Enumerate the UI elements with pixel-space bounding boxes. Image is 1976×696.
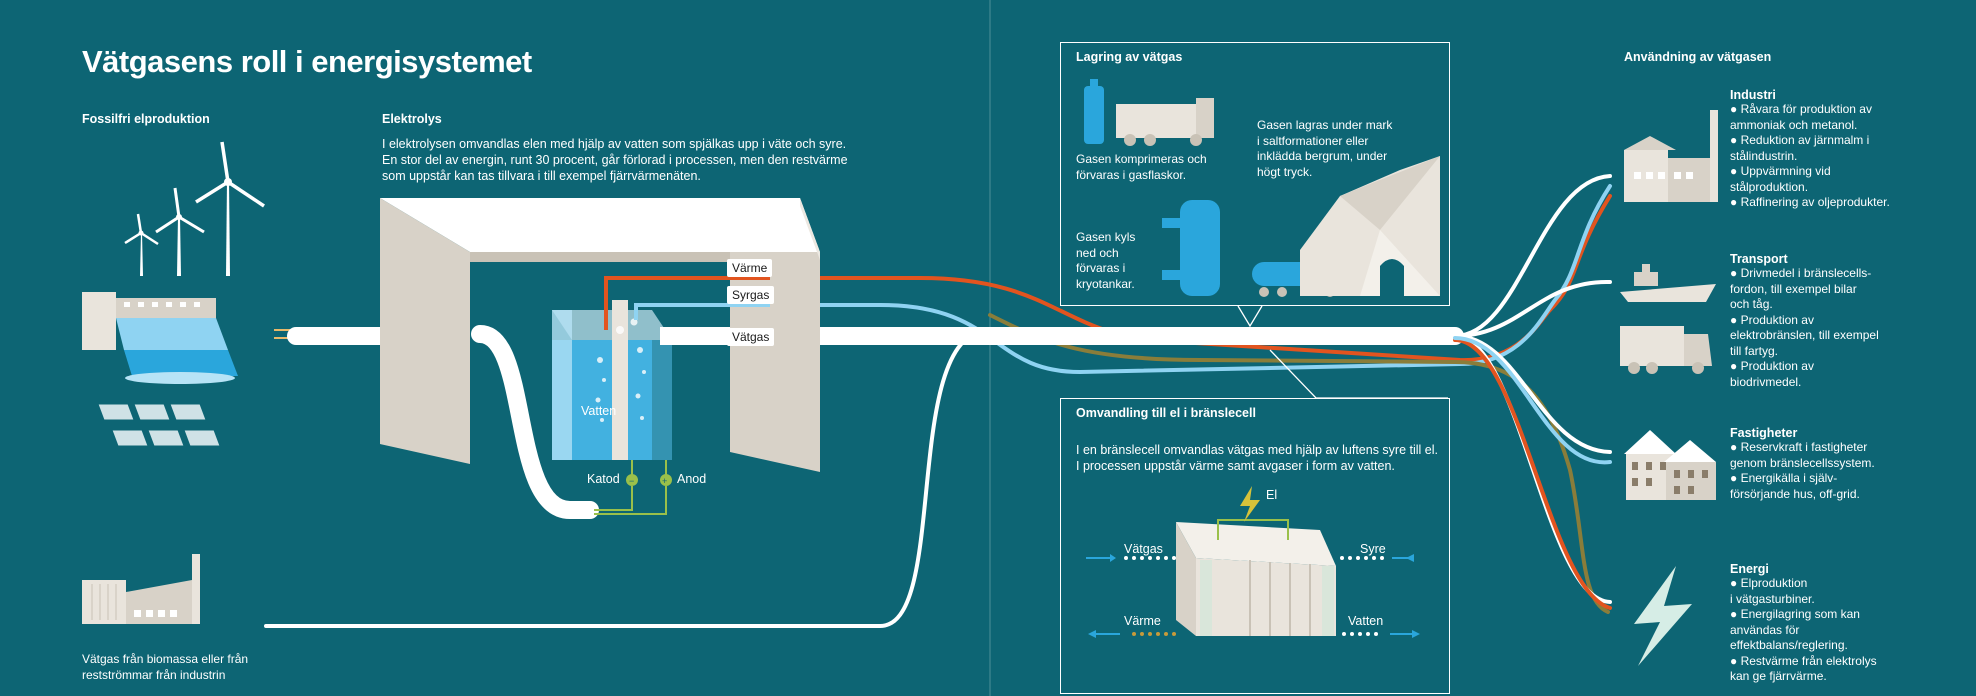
usage-item: ● Reduktion av järnmalm i [1730, 133, 1870, 147]
usage-buildings-title: Fastigheter [1730, 426, 1798, 440]
usage-item: ● Raffinering av oljeprodukter. [1730, 195, 1890, 209]
page-title: Vätgasens roll i energisystemet [82, 44, 532, 79]
hydrogen-tag: Vätgas [727, 328, 775, 346]
usage-energy-title: Energi [1730, 562, 1769, 576]
oxygen-tag: Syrgas [727, 286, 775, 304]
heat-tag: Värme [727, 259, 773, 277]
usage-item: ● Restvärme från elektrolys [1730, 653, 1877, 668]
svg-text:−: − [629, 476, 634, 486]
anode-label: Anod [677, 472, 707, 486]
industry-icon [1624, 110, 1718, 202]
usage-item: biodrivmedel. [1730, 374, 1802, 389]
electrolysis-text-line: som uppstår kan tas tillvara i till exem… [382, 169, 701, 183]
usage-item: ● Produktion av [1730, 312, 1814, 327]
biomass-factory-icon [82, 554, 200, 624]
fuelcell-water-label: Vatten [1348, 614, 1384, 628]
usage-item: ● Energilagring som kan [1730, 607, 1860, 621]
usage-item: till fartyg. [1730, 343, 1779, 358]
usage-item: ● Produktion av [1730, 359, 1814, 373]
svg-text:+: + [662, 476, 667, 486]
usage-item: genom bränslecellssystem. [1730, 455, 1875, 470]
storage-box [1060, 42, 1450, 306]
usage-heading: Användning av vätgasen [1624, 50, 1772, 64]
pipe-network [264, 174, 1612, 628]
fuelcell-heading: Omvandling till el i bränslecell [1076, 406, 1256, 420]
usage-item: ● Drivmedel i bränslecells- [1730, 266, 1872, 280]
hydro-dam-icon [82, 292, 238, 384]
ship-icon [1620, 264, 1716, 302]
usage-item: elektrobränslen, till exempel [1730, 328, 1879, 342]
electrolyser-tank: − + [552, 300, 672, 515]
usage-item: ● Energikälla i själv- [1730, 471, 1838, 485]
electrolysis-text-line: I elektrolysen omvandlas elen med hjälp … [382, 137, 847, 151]
usage-item: ● Reservkraft i fastigheter [1730, 440, 1868, 454]
cryo-tank-icon [1162, 200, 1220, 296]
electrolysis-text-line: En stor del av energin, runt 30 procent,… [382, 153, 848, 167]
storage-text-line: högt tryck. [1257, 164, 1313, 179]
usage-item: fordon, till exempel bilar [1730, 281, 1857, 296]
fuelcell-text-line: I processen uppstår värme samt avgaser i… [1076, 459, 1395, 473]
usage-item: användas för [1730, 622, 1800, 637]
fuelcell-text-line: I en bränslecell omvandlas vätgas med hj… [1076, 443, 1438, 457]
storage-text-line: Gasen komprimeras och [1076, 152, 1207, 166]
usage-item: kan ge fjärrvärme. [1730, 669, 1827, 683]
fuelcell-heat-label: Värme [1124, 614, 1161, 628]
storage-text-line: Gasen kyls [1076, 230, 1136, 244]
storage-text-line: förvaras i [1076, 261, 1126, 275]
usage-industry-title: Industri [1730, 88, 1776, 102]
fuelcell-el-label: El [1266, 488, 1278, 502]
biomass-caption: Vätgas från biomassa eller från restströ… [82, 652, 248, 683]
usage-transport: Transport ● Drivmedel i bränslecells- fo… [1730, 252, 1970, 390]
fossil-heading: Fossilfri elproduktion [82, 112, 210, 126]
storage-underground-text: Gasen lagras under mark i saltformatione… [1257, 118, 1392, 180]
usage-item: ● Elproduktion [1730, 576, 1808, 590]
usage-item: ● Uppvärmning vid [1730, 164, 1831, 178]
usage-buildings: Fastigheter ● Reservkraft i fastigheter … [1730, 426, 1970, 502]
cathode-terminal-icon [626, 474, 638, 486]
storage-text-line: kryotankar. [1076, 276, 1135, 291]
storage-cooled-text: Gasen kyls ned och förvaras i kryotankar… [1076, 230, 1135, 292]
lightning-icon [1240, 486, 1260, 522]
electrolysis-heading: Elektrolys [382, 112, 442, 126]
usage-industry: Industri ● Råvara för produktion av ammo… [1730, 88, 1970, 211]
usage-energy: Energi ● Elproduktion i vätgasturbiner. … [1730, 562, 1970, 685]
fuelcell-box [1060, 398, 1450, 694]
electrolysis-text: I elektrolysen omvandlas elen med hjälp … [382, 136, 848, 184]
usage-item: ammoniak och metanol. [1730, 117, 1858, 132]
biomass-caption-line: Vätgas från biomassa eller från [82, 652, 249, 666]
fuelcell-hydrogen-label: Vätgas [1124, 542, 1163, 556]
usage-item: stålindustrin. [1730, 148, 1798, 163]
storage-compressed-text: Gasen komprimeras och förvaras i gasflas… [1076, 152, 1207, 183]
water-label: Vatten [581, 404, 617, 418]
storage-text-line: inklädda bergrum, under [1257, 149, 1388, 163]
energy-lightning-icon [1634, 566, 1692, 666]
wind-turbines-icon [124, 141, 265, 276]
biomass-caption-line: restströmmar från industrin [82, 667, 226, 682]
usage-item: effektbalans/reglering. [1730, 638, 1848, 652]
solar-panels-icon [97, 403, 221, 447]
anode-terminal-icon [660, 474, 672, 486]
usage-item: ● Råvara för produktion av [1730, 102, 1872, 116]
usage-transport-title: Transport [1730, 252, 1788, 266]
truck-icon [1620, 326, 1712, 374]
usage-item: och tåg. [1730, 297, 1773, 311]
cathode-label: Katod [587, 472, 620, 486]
gas-truck-icon [1116, 98, 1214, 146]
storage-heading: Lagring av vätgas [1076, 50, 1183, 64]
fuelcell-oxygen-label: Syre [1360, 542, 1386, 556]
fuel-cell-stack [1086, 486, 1420, 638]
storage-text-line: ned och [1076, 245, 1119, 260]
usage-item: stålproduktion. [1730, 179, 1809, 194]
storage-text-line: i saltformationer eller [1257, 133, 1369, 148]
usage-item: i vätgasturbiner. [1730, 591, 1815, 606]
salt-cavern-icon [1300, 156, 1440, 296]
storage-text-line: förvaras i gasflaskor. [1076, 167, 1187, 182]
usage-item: försörjande hus, off-grid. [1730, 486, 1860, 501]
houses-icon [1624, 430, 1716, 500]
storage-text-line: Gasen lagras under mark [1257, 118, 1393, 132]
fuelcell-text: I en bränslecell omvandlas vätgas med hj… [1076, 442, 1438, 474]
gas-bottle-icon [1084, 79, 1104, 144]
